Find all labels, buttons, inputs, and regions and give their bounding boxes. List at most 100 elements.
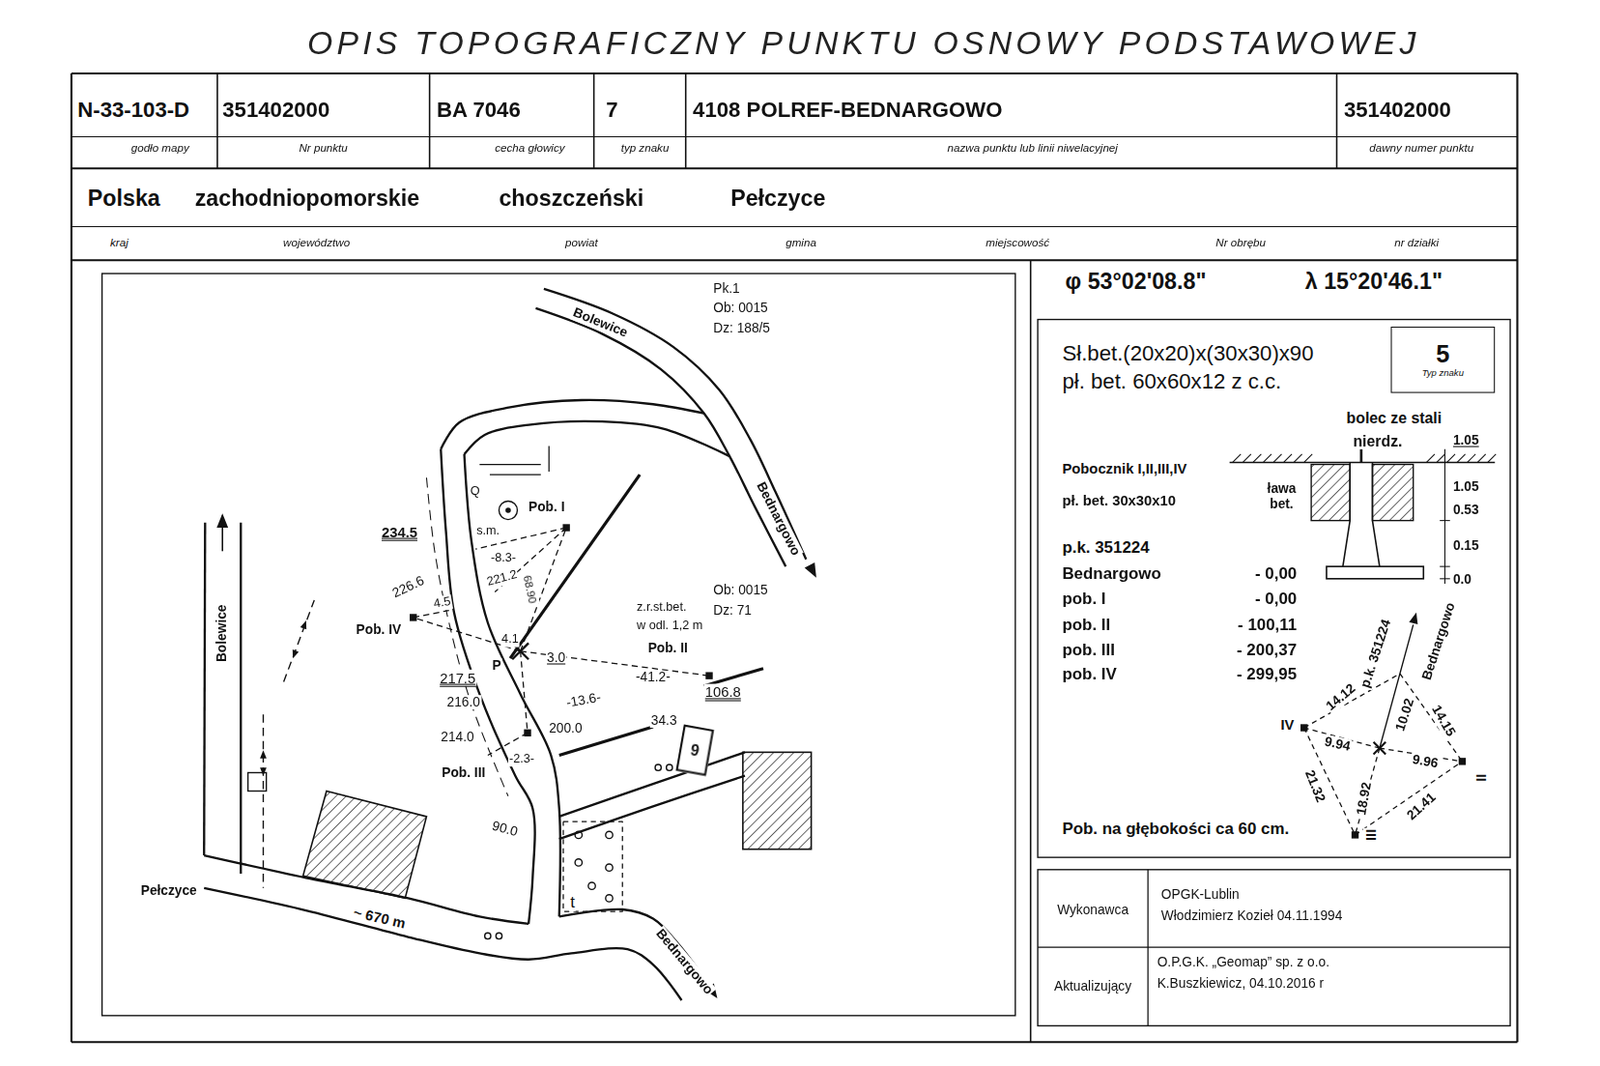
table-rule	[71, 1040, 1518, 1043]
credits-table	[1037, 869, 1511, 1027]
hatch-line	[479, 463, 541, 465]
sketch-label: Bolewice	[570, 304, 631, 342]
field-caption: Nr obrębu	[1214, 234, 1267, 248]
hatch-line	[548, 446, 550, 472]
sketch-label: 216.0	[446, 694, 482, 711]
mark-description: Pobocznik I,II,III,IV	[1060, 459, 1188, 477]
mark-description: 9.96	[1409, 751, 1440, 772]
header-value: 351402000	[1342, 97, 1453, 122]
header-value: 4108 POLREF-BEDNARGOWO	[691, 97, 1004, 122]
mark-description: - 299,95	[1235, 665, 1298, 685]
coordinate-value: λ 15°20'46.1"	[1304, 267, 1444, 294]
sketch-label: -13.6-	[564, 688, 603, 711]
sketch-label: Dz: 188/5	[712, 320, 772, 337]
mark-description: 1.05	[1452, 479, 1481, 495]
symbol-box	[248, 771, 267, 791]
road-edge	[440, 400, 704, 450]
field-caption: cecha głowicy	[493, 141, 566, 154]
dimension-tick	[1439, 519, 1451, 521]
road-edge	[203, 887, 682, 1000]
credit-text: Wykonawca	[1056, 902, 1130, 918]
table-rule	[71, 226, 1518, 228]
ground-hatch	[1477, 454, 1486, 462]
building-number-box: 9	[675, 724, 715, 776]
tree-symbol	[588, 882, 596, 889]
table-rule	[1147, 869, 1149, 1027]
ditch-line	[510, 474, 640, 658]
dimension-tick	[1439, 577, 1451, 579]
box-value: 9	[688, 741, 701, 760]
building-symbol	[303, 790, 428, 898]
survey-tie	[413, 617, 521, 652]
dimension-tick	[1439, 461, 1451, 463]
credit-text: K.Buszkiewicz, 04.10.2016 r	[1156, 975, 1326, 992]
mark-description: 14.15	[1427, 701, 1458, 740]
mark-description: Sł.bet.(20x20)x(30x30)x90	[1060, 341, 1315, 366]
point-marker	[409, 613, 417, 621]
header-value: 351402000	[221, 97, 331, 122]
sketch-label: ~ 670 m	[350, 903, 408, 932]
boundary-line	[284, 600, 315, 682]
sketch-label: Ob: 0015	[712, 582, 770, 599]
sketch-label: Pob. IV	[355, 622, 403, 638]
sketch-label: Pełczyce	[140, 883, 199, 899]
base-slab	[1326, 566, 1424, 579]
road-edge	[239, 522, 242, 874]
bench-block	[1371, 464, 1413, 521]
ground-hatch	[1262, 454, 1271, 462]
road-edge	[559, 775, 745, 839]
pillar-outline	[1342, 461, 1350, 567]
pillar-outline	[1371, 461, 1379, 567]
sketch-label: 200.0	[547, 720, 583, 737]
sketch-label: Pob. III	[440, 765, 486, 781]
mark-description: pob. III	[1060, 640, 1116, 659]
sign-type-box: 5Typ znaku	[1390, 326, 1495, 394]
mark-description: 0.53	[1452, 502, 1481, 518]
sketch-label: Dz: 71	[712, 602, 753, 619]
table-rule	[1515, 73, 1518, 1042]
sketch-label: 234.5	[380, 523, 419, 541]
field-caption: kraj	[109, 234, 130, 248]
table-rule	[71, 72, 1518, 75]
mark-description: IV	[1279, 715, 1295, 733]
road-edge	[464, 454, 561, 916]
sketch-label: w odl. 1,2 m	[635, 618, 704, 633]
table-rule	[71, 136, 1518, 138]
arrow-head	[259, 749, 267, 758]
dimension-tick	[1439, 566, 1451, 568]
mark-description: pob. I	[1060, 589, 1107, 608]
mark-description: - 200,37	[1235, 640, 1298, 659]
table-rule	[1336, 73, 1339, 169]
sketch-label: Ob: 0015	[712, 300, 770, 316]
sketch-label: 4.5	[430, 594, 453, 612]
sketch-label: Pob. II	[647, 640, 689, 657]
arrow-head	[292, 649, 299, 658]
bolt-symbol	[1360, 449, 1364, 463]
location-value: Polska	[86, 185, 162, 212]
sketch-label: -2.3-	[508, 751, 536, 767]
arrow-head	[300, 620, 307, 629]
credit-text: Aktualizujący	[1053, 978, 1133, 995]
orchard-outline	[563, 821, 623, 912]
ground-hatch	[1426, 454, 1434, 462]
mark-description: 9.94	[1321, 733, 1352, 754]
location-value: zachodniopomorskie	[194, 185, 422, 212]
mark-description: nierdz.	[1351, 430, 1403, 449]
table-rule	[593, 73, 596, 169]
mark-description: Bednargowo	[1418, 599, 1458, 683]
mark-description: - 0,00	[1254, 564, 1298, 583]
point-marker	[1351, 830, 1359, 838]
ground-hatch	[1273, 454, 1282, 462]
location-value: Pełczyce	[729, 185, 827, 212]
road-edge	[464, 421, 731, 457]
ground-hatch	[1284, 454, 1292, 462]
ground-hatch	[1242, 454, 1251, 462]
mark-description: 18.92	[1353, 779, 1375, 818]
mark-description: p.k. 351224	[1060, 539, 1150, 558]
sketch-frame	[102, 273, 1016, 1016]
sketch-label: t	[569, 892, 576, 912]
box-caption: Typ znaku	[1422, 368, 1464, 378]
mark-description: bolec ze stali	[1344, 408, 1443, 427]
ground-hatch	[1447, 454, 1456, 462]
